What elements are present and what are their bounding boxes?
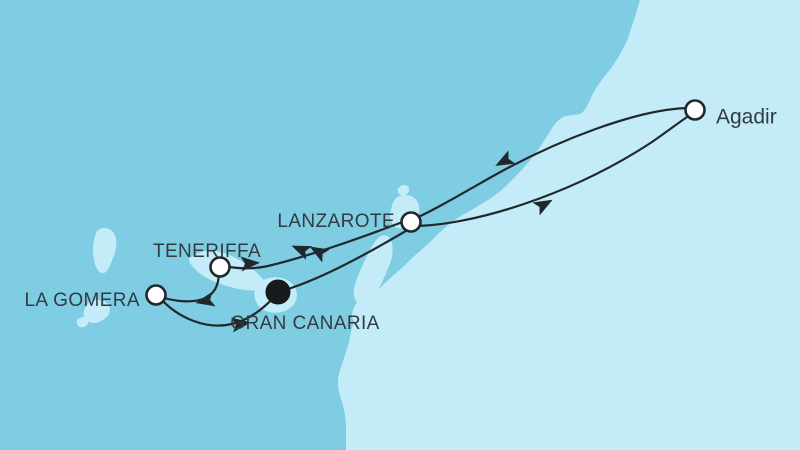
island-la-gomera (83, 299, 111, 324)
arrow-return-to-gran-canaria (230, 317, 251, 333)
island-la-graciosa (397, 184, 410, 196)
port-label-agadir: Agadir (716, 106, 777, 129)
route-direction-arrows (195, 150, 553, 333)
island-el-hierro (76, 316, 89, 328)
port-marker-icon[interactable] (400, 211, 422, 233)
arrow-eastbound-to-agadir (532, 199, 553, 216)
port-lanzarote[interactable]: LANZAROTE (277, 211, 422, 233)
island-fuerteventura (353, 235, 393, 304)
arrow-return-to-tenerife (291, 245, 312, 260)
port-gran-canaria[interactable]: GRAN CANARIA (230, 279, 379, 334)
port-label-la-gomera: LA GOMERA (24, 290, 140, 311)
home-port-marker-icon[interactable] (265, 279, 291, 305)
route-lines (158, 106, 695, 327)
port-agadir[interactable]: Agadir (684, 99, 777, 129)
route-leg-la-gomera-gran-canaria (158, 294, 277, 327)
port-label-lanzarote: LANZAROTE (277, 211, 395, 232)
arrow-outbound-from-tenerife (240, 256, 260, 272)
island-la-palma (93, 228, 117, 274)
route-leg-gran-canaria-lanzarote (276, 226, 413, 294)
route-leg-lanzarote-tenerife (222, 218, 410, 270)
arrow-westbound-from-agadir (495, 150, 516, 166)
arrow-return-to-la-gomera (195, 291, 216, 307)
port-marker-icon[interactable] (145, 284, 167, 306)
port-label-teneriffa: TENERIFFA (153, 241, 261, 262)
port-marker-icon[interactable] (684, 99, 706, 121)
port-la-gomera[interactable]: LA GOMERA (24, 284, 167, 312)
arrow-outbound-to-lanzarote (309, 246, 330, 263)
port-teneriffa[interactable]: TENERIFFA (153, 241, 261, 278)
route-leg-lanzarote-agadir (411, 111, 695, 228)
port-label-gran-canaria: GRAN CANARIA (230, 313, 379, 334)
island-fuerteventura-south (351, 299, 370, 323)
route-leg-agadir-lanzarote (412, 106, 693, 221)
port-marker-icon[interactable] (209, 256, 231, 278)
